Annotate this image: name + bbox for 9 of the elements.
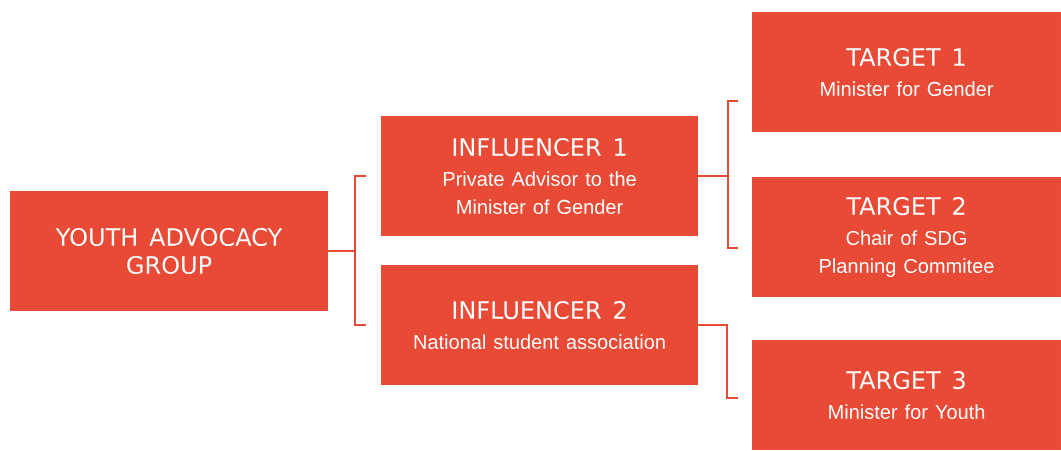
bracket-connector — [697, 324, 739, 399]
bracket-connector — [327, 250, 367, 326]
bracket-connector — [697, 175, 739, 249]
text-box: TARGET 1 Minister for Gender — [752, 12, 1061, 132]
text-box: INFLUENCER 1 Private Advisor to the Minister of Gender — [381, 116, 698, 236]
text-box: INFLUENCER 2 National student association — [381, 265, 698, 385]
text-box: TARGET 2 Chair of SDG Planning Commitee — [752, 177, 1061, 297]
text-box: TARGET 3 Minister for Youth — [752, 340, 1061, 450]
text-box: YOUTH ADVOCACY GROUP — [10, 191, 328, 311]
